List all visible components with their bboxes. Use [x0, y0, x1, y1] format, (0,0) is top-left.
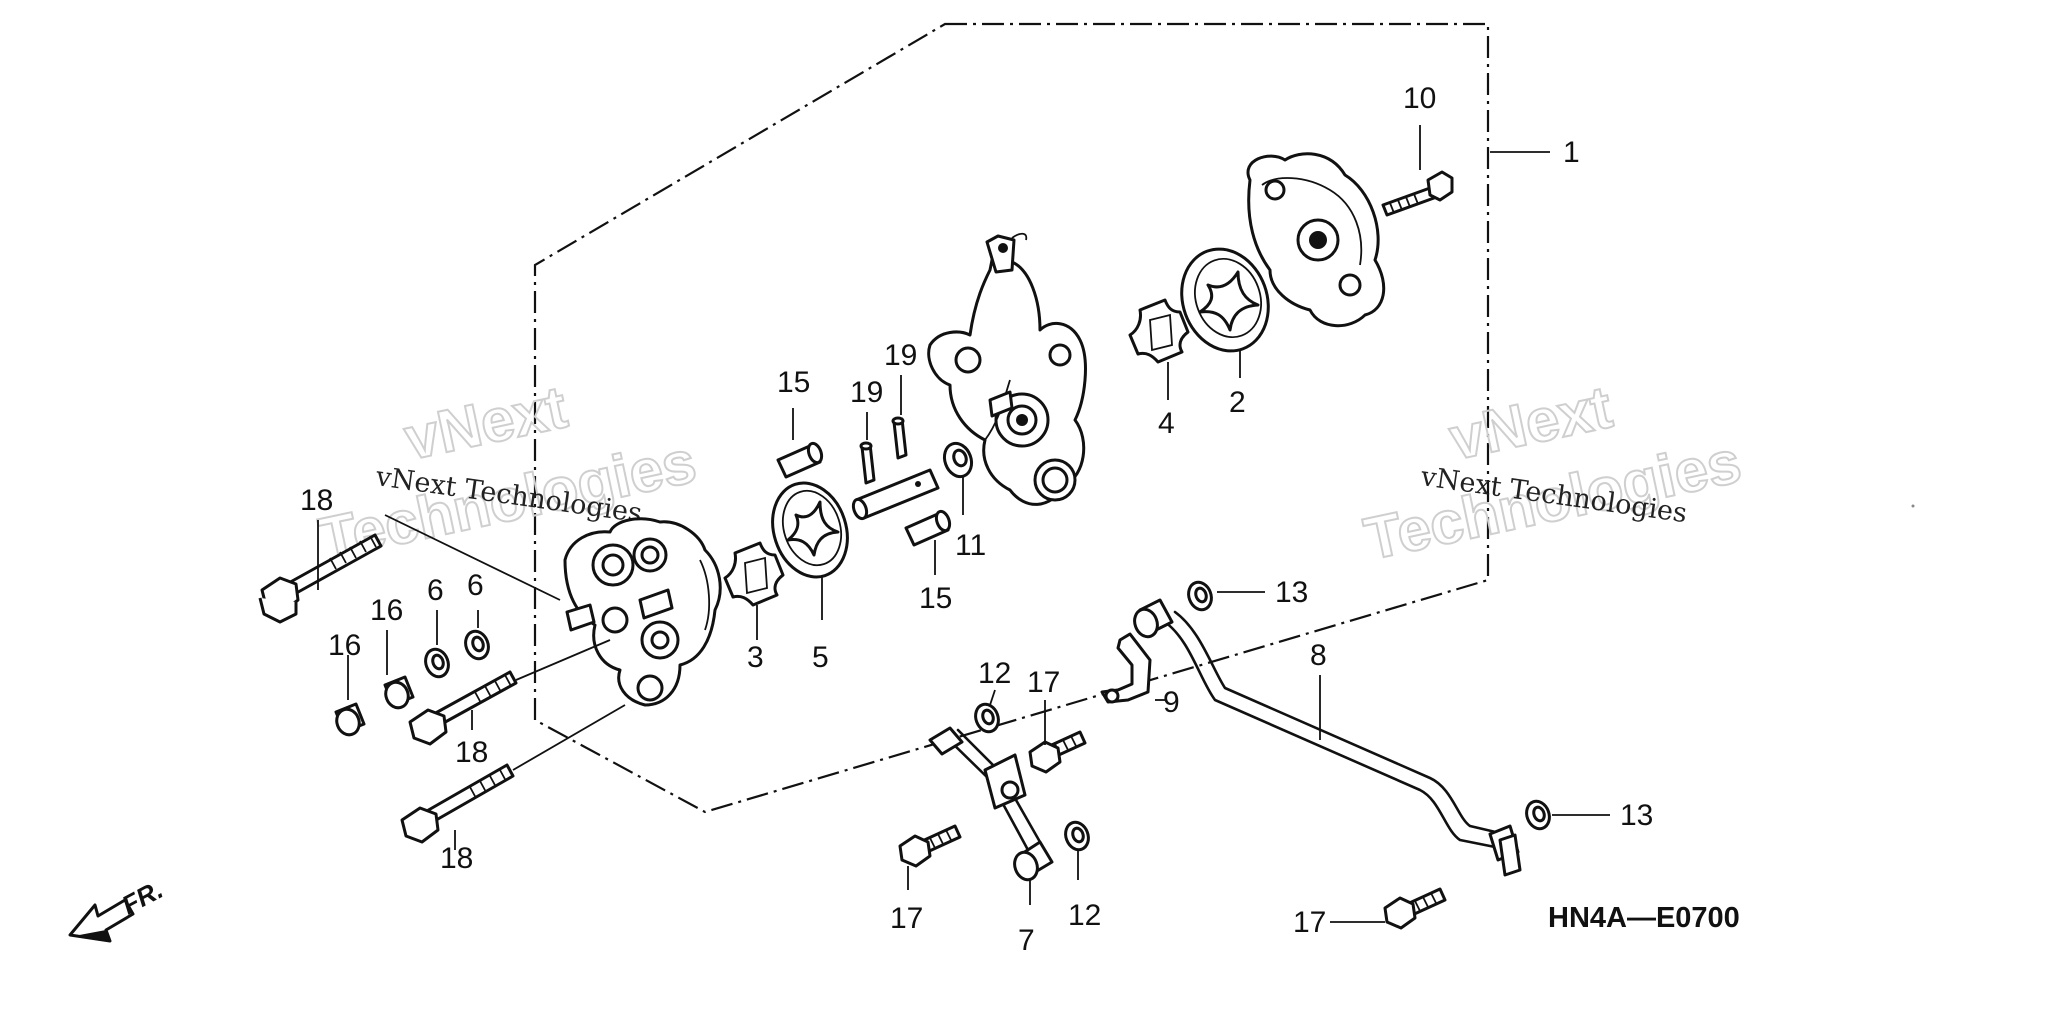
sealing-washer-12-top	[974, 702, 1000, 734]
diagram-code: HN4A—E0700	[1548, 902, 1740, 934]
pump-body	[927, 232, 1087, 506]
bolt-17-top	[1028, 730, 1087, 774]
callout-numbers: 1 2 3 4 5 6 6 7 8 9 10 11 12 12 13 13 15…	[300, 82, 1653, 957]
callout-6b: 6	[467, 569, 484, 602]
callout-11: 11	[955, 529, 986, 562]
callout-7: 7	[1018, 924, 1035, 957]
speck	[1911, 504, 1915, 508]
bolt-17-right	[1383, 887, 1447, 930]
callout-3: 3	[747, 641, 764, 674]
callout-10: 10	[1403, 82, 1436, 115]
callout-18b: 18	[455, 736, 488, 769]
callout-13b: 13	[1620, 799, 1653, 832]
pump-shaft	[851, 468, 940, 521]
callout-17a: 17	[1027, 666, 1060, 699]
assembly-boundary	[533, 22, 1490, 814]
sealing-washer-13-top	[1187, 580, 1213, 612]
oil-pipe-7	[928, 726, 1054, 882]
callout-6a: 6	[427, 574, 444, 607]
callout-17c: 17	[1293, 906, 1326, 939]
outer-rotor-2	[1180, 247, 1270, 353]
callout-17b: 17	[890, 902, 923, 935]
collar-16b	[383, 675, 415, 710]
bolt-17-left	[898, 824, 962, 868]
bolt-10	[1381, 170, 1454, 217]
callout-15a: 15	[777, 366, 810, 399]
guide-line	[384, 514, 561, 601]
sealing-washer-13-bottom	[1525, 799, 1551, 831]
sealing-washer-12-bottom	[1064, 820, 1090, 852]
callout-19b: 19	[884, 339, 917, 372]
bushing-15-top	[776, 441, 824, 479]
callout-15b: 15	[919, 582, 952, 615]
callout-1: 1	[1563, 136, 1580, 169]
watermark-right: vNext Technologies vNext Technologies	[1358, 372, 1748, 574]
outer-rotor-5	[771, 481, 849, 579]
inner-rotor-3	[723, 541, 785, 607]
dowel-pin-19a	[859, 441, 876, 485]
guide-line	[512, 704, 626, 771]
callout-12b: 12	[1068, 899, 1101, 932]
bracket-9	[1100, 632, 1152, 704]
leader-lines	[317, 125, 1610, 923]
callout-19a: 19	[850, 376, 883, 409]
callout-18a: 18	[300, 484, 333, 517]
bushing-15-bottom	[904, 509, 952, 547]
bolt-18-bottom	[400, 763, 515, 844]
inner-rotor-4	[1128, 298, 1190, 364]
collar-16a	[334, 702, 366, 737]
washer-11	[942, 441, 974, 479]
callout-9: 9	[1163, 686, 1180, 719]
callout-18c: 18	[440, 842, 473, 875]
callout-4: 4	[1158, 407, 1175, 440]
front-arrow: FR.	[68, 874, 168, 943]
callout-16a: 16	[328, 629, 361, 662]
o-ring-6a	[424, 647, 450, 679]
pump-housing	[563, 517, 722, 707]
dowel-pin-19b	[891, 416, 908, 460]
oil-pipe-8	[1133, 598, 1522, 877]
o-ring-6b	[464, 629, 490, 661]
bolt-18-mid	[408, 670, 518, 746]
callout-16b: 16	[370, 594, 403, 627]
callout-12a: 12	[978, 657, 1011, 690]
callout-5: 5	[812, 641, 829, 674]
guide-line	[515, 639, 611, 681]
bolt-18-top	[258, 533, 383, 624]
callout-2: 2	[1229, 386, 1246, 419]
callout-8: 8	[1310, 639, 1327, 672]
pump-cover	[1246, 152, 1386, 328]
callout-13a: 13	[1275, 576, 1308, 609]
